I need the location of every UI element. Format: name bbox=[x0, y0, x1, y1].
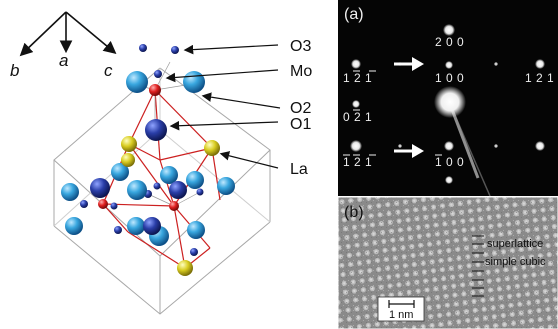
o3-atom bbox=[139, 44, 147, 52]
index-200: 2 0 0 bbox=[435, 35, 464, 49]
diffraction-spot bbox=[444, 141, 454, 151]
o3-atom bbox=[80, 200, 88, 208]
diffraction-panel: (a) 2 0 0 1 2 1 1 0 0 1 2 1 0 2 1 1 2 1 … bbox=[338, 0, 558, 197]
o2-atom bbox=[126, 71, 148, 93]
diffraction-spot bbox=[443, 24, 455, 36]
la-atom bbox=[121, 153, 135, 167]
index-row1-center: 1 0 0 bbox=[435, 71, 464, 85]
la-atom bbox=[204, 140, 220, 156]
o2-atom bbox=[111, 163, 129, 181]
diffraction-spot bbox=[494, 62, 498, 66]
annotation-simple-cubic: simple cubic bbox=[485, 256, 546, 268]
axis-a-label: a bbox=[59, 51, 68, 70]
diffraction-spot bbox=[350, 140, 362, 152]
o1-atom bbox=[143, 217, 161, 235]
diffraction-spot bbox=[352, 100, 360, 108]
o3-atom bbox=[171, 46, 179, 54]
crystal-structure: b a c bbox=[10, 11, 312, 315]
spot-arrow bbox=[394, 57, 424, 71]
index-row1-left: 1 2 1 bbox=[343, 71, 372, 85]
o3-atom bbox=[190, 248, 198, 256]
scale-bar: 1 nm bbox=[377, 296, 425, 322]
o2-atom bbox=[187, 221, 205, 239]
index-row2-left: 0 2 1 bbox=[343, 110, 372, 124]
axis-c-label: c bbox=[104, 61, 113, 80]
la-atom bbox=[121, 136, 137, 152]
o3-atom bbox=[114, 226, 122, 234]
diffraction-spot bbox=[494, 144, 498, 148]
o3-atom bbox=[153, 182, 161, 190]
panel-b-label: (b) bbox=[344, 204, 364, 221]
o1-atom bbox=[145, 119, 167, 141]
central-beam bbox=[434, 86, 466, 118]
o1-atom bbox=[90, 178, 110, 198]
axes-triad: b a c bbox=[10, 11, 117, 80]
o2-atom bbox=[160, 166, 178, 184]
o2-atom bbox=[183, 71, 205, 93]
o3-atom bbox=[110, 202, 118, 210]
o2-atom bbox=[65, 217, 83, 235]
label-o1: O1 bbox=[290, 116, 311, 133]
label-o2: O2 bbox=[290, 100, 311, 117]
mo-atom bbox=[98, 199, 108, 209]
o3-atom bbox=[196, 188, 204, 196]
o2-atom bbox=[127, 217, 145, 235]
diffraction-spot bbox=[535, 59, 545, 69]
unit-cell bbox=[53, 67, 271, 315]
index-row1-right: 1 2 1 bbox=[525, 71, 554, 85]
o2-atom bbox=[61, 183, 79, 201]
label-o3: O3 bbox=[290, 38, 311, 55]
spot-arrow bbox=[394, 144, 424, 158]
mo-atom bbox=[149, 84, 161, 96]
diffraction-spot bbox=[535, 141, 545, 151]
index-row3-left: 1 2 1 bbox=[343, 155, 372, 169]
diffraction-spot bbox=[445, 61, 453, 69]
diffraction-spot bbox=[445, 176, 453, 184]
diffraction-spot bbox=[351, 59, 361, 69]
o2-atom bbox=[127, 180, 147, 200]
diffraction-spot bbox=[398, 144, 402, 148]
o1-atom bbox=[169, 181, 187, 199]
lattice-marks bbox=[472, 235, 484, 297]
la-atom bbox=[177, 260, 193, 276]
label-la: La bbox=[290, 161, 308, 178]
label-mo: Mo bbox=[290, 63, 312, 80]
hrtem-panel: (b) superlattice simple cubic 1 nm bbox=[337, 196, 558, 329]
index-row3-center: 1 0 0 bbox=[435, 155, 464, 169]
annotation-superlattice: superlattice bbox=[487, 238, 543, 250]
axis-b-label: b bbox=[10, 61, 19, 80]
o2-atom bbox=[186, 171, 204, 189]
panel-a-label: (a) bbox=[344, 6, 364, 23]
atom-leaders bbox=[165, 44, 281, 169]
mo-atom bbox=[169, 201, 179, 211]
o2-atom bbox=[217, 177, 235, 195]
o3-atom bbox=[154, 70, 162, 78]
scale-bar-label: 1 nm bbox=[389, 309, 413, 321]
